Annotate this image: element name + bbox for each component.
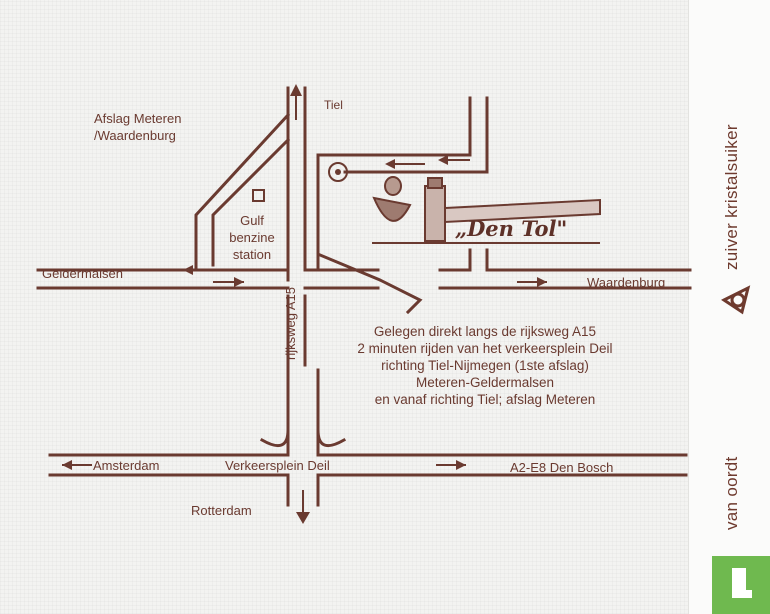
gulf-label-line1: Gulf	[240, 213, 264, 228]
directions-line: richting Tiel-Nijmegen (1ste afslag)	[381, 358, 589, 373]
directions-line: Gelegen direkt langs de rijksweg A15	[373, 324, 597, 339]
site-badge	[712, 556, 770, 614]
amsterdam-label: Amsterdam	[93, 458, 160, 473]
directions-line: en vanaf richting Tiel; afslag Meteren	[374, 392, 596, 407]
den-tol-illustration	[372, 176, 601, 244]
brand-name: van oordt	[722, 456, 741, 530]
directions-line: 2 minuten rijden van het verkeersplein D…	[357, 341, 613, 356]
directions-line: Meteren-Geldermalsen	[415, 375, 555, 390]
gulf-label-line3: station	[232, 247, 272, 262]
brand-logo	[721, 285, 751, 315]
den-bosch-label: A2-E8 Den Bosch	[510, 460, 614, 475]
directions-text: Gelegen direkt langs de rijksweg A15 2 m…	[300, 323, 670, 408]
geldermalsen-label: Geldermalsen	[42, 266, 123, 281]
verkeersplein-label: Verkeersplein Deil	[225, 458, 330, 473]
afslag-label-line1: Afslag Meteren	[94, 111, 182, 126]
slip-road-outer	[194, 112, 291, 272]
afslag-label-line2: /Waardenburg	[94, 128, 176, 143]
rijksweg-label: rijksweg A15	[283, 287, 298, 360]
gulf-station-marker	[252, 189, 265, 202]
brand-tagline: zuiver kristalsuiker	[722, 124, 741, 270]
den-tol-sign: „Den Tol"	[455, 216, 568, 241]
location-marker	[328, 162, 348, 182]
rotterdam-label: Rotterdam	[191, 503, 252, 518]
arrow-down-rotterdam	[296, 512, 310, 524]
slip-road-inner	[211, 137, 291, 267]
arrow-up-tiel	[290, 84, 302, 96]
gulf-label-line2: benzine	[229, 230, 275, 245]
brand-strip	[688, 0, 770, 614]
waardenburg-label: Waardenburg	[587, 275, 666, 290]
tiel-label: Tiel	[324, 98, 343, 112]
